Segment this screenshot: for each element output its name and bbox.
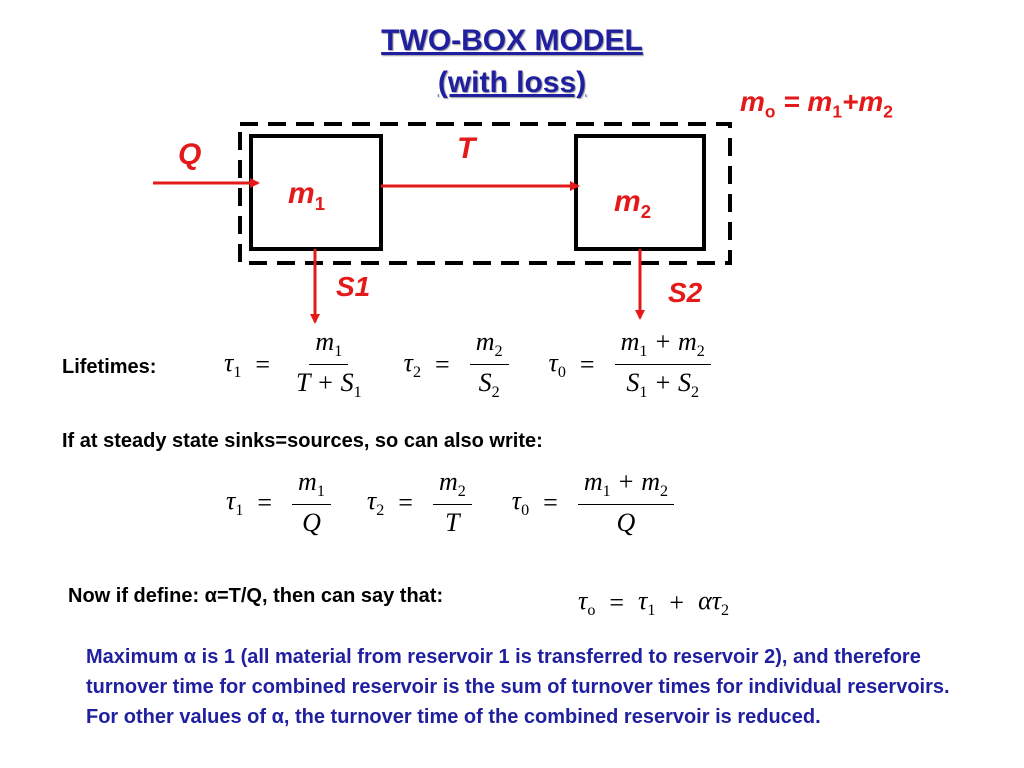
combined-lifetime-equation: τo=τ1+ατ2 <box>578 586 730 620</box>
box-1-label: m1 <box>288 177 326 214</box>
sink-2-label: S2 <box>668 277 703 308</box>
box-1 <box>249 134 383 251</box>
steady-state-text: If at steady state sinks=sources, so can… <box>62 430 543 452</box>
mass-relation: mo = m1+m2 <box>740 86 893 122</box>
sink-1-label: S1 <box>336 271 371 302</box>
input-label-q: Q <box>178 138 202 171</box>
title-line-2: (with loss) <box>437 66 587 99</box>
conclusion-paragraph: Maximum α is 1 (all material from reserv… <box>86 646 950 728</box>
box-2 <box>574 134 706 251</box>
alpha-definition-text: Now if define: α=T/Q, then can say that: <box>68 585 444 607</box>
system-boundary <box>238 122 732 265</box>
box-2-label: m2 <box>614 185 652 222</box>
transfer-label-t: T <box>457 132 476 165</box>
title-line-1: TWO-BOX MODEL <box>381 24 643 57</box>
lifetimes-label: Lifetimes: <box>62 356 157 378</box>
